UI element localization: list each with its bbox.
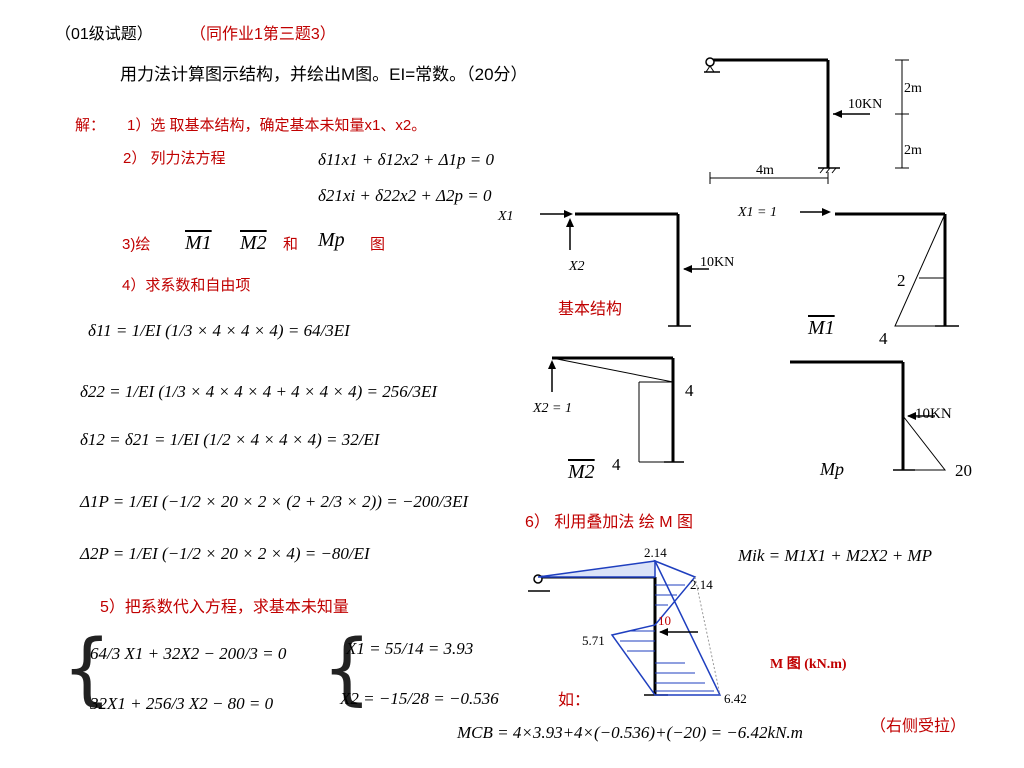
mfinal-value-5-71: 5.71 [582, 633, 605, 648]
x1-label: X1 [497, 209, 514, 224]
dim-2m-bottom: 2m [904, 143, 922, 158]
mfinal-value-2-14-right: 2.14 [690, 577, 713, 592]
example-equation: MCB = 4×3.93+4×(−0.536)+(−20) = −6.42kN.… [457, 723, 803, 742]
delta-1p: Δ1P = 1/EI (−1/2 × 20 × 2 × (2 + 2/3 × 2… [80, 492, 469, 511]
m1-value-2: 2 [897, 271, 906, 290]
final-m-diagram: 2.14 2.14 10 5.71 6.42 [528, 545, 747, 706]
result-brace: { [322, 624, 372, 714]
basic-caption: 基本结构 [558, 301, 623, 318]
result-x2: X2 = −15/28 = −0.536 [340, 689, 499, 708]
step2-text: 2） 列力法方程 [123, 150, 226, 167]
step4-text: 4）求系数和自由项 [122, 277, 251, 294]
load-label: 10KN [848, 97, 882, 112]
m2-diagram: X2 = 1 4 4 [532, 356, 694, 474]
system-eq-1: 64/3 X1 + 32X2 − 200/3 = 0 [90, 644, 287, 663]
moment-diagram [894, 213, 946, 327]
beam-moment-area [537, 560, 656, 578]
moment-hatch [620, 584, 714, 692]
system-brace: { [62, 624, 112, 714]
step3-prefix: 3)绘 [122, 236, 151, 253]
problem-statement: 用力法计算图示结构，并绘出M图。EI=常数。（20分） [120, 65, 528, 84]
dim-4m: 4m [756, 163, 774, 178]
result-x1: X1 = 55/14 = 3.93 [346, 639, 474, 658]
mp-label: Mp [820, 459, 844, 479]
mp-value-20: 20 [955, 461, 972, 480]
mfinal-caption: M 图 (kN.m) [770, 657, 847, 672]
example-label: 如： [558, 692, 591, 709]
delta-12: δ12 = δ21 = 1/EI (1/2 × 4 × 4 × 4) = 32/… [80, 430, 380, 449]
title-reference: （同作业1第三题3） [190, 26, 336, 43]
reference-dashed-line [694, 576, 721, 696]
solution-label: 解： [75, 117, 106, 134]
equation-1: δ11x1 + δ12x2 + Δ1p = 0 [318, 150, 495, 169]
step6-text: 6） 利用叠加法 绘 M 图 [525, 514, 694, 531]
m1-value-4: 4 [879, 329, 888, 348]
delta-11: δ11 = 1/EI (1/3 × 4 × 4 × 4) = 64/3EI [88, 321, 350, 340]
moment-diagram-beam [551, 357, 674, 383]
step3-m1: M1 [185, 232, 212, 254]
load-label: 10KN [700, 255, 734, 270]
mfinal-value-10: 10 [658, 613, 671, 628]
step5-text: 5）把系数代入方程，求基本未知量 [100, 599, 349, 616]
m1-unit-label: X1 = 1 [737, 205, 777, 220]
step3-m2: M2 [240, 232, 267, 254]
x2-label: X2 [568, 259, 585, 274]
title-prefix: （01级试题） [55, 26, 153, 43]
mfinal-value-6-42: 6.42 [724, 691, 747, 706]
delta-22: δ22 = 1/EI (1/3 × 4 × 4 × 4 + 4 × 4 × 4)… [80, 382, 438, 401]
example-note: （右侧受拉） [870, 718, 967, 735]
structure-figure: 10KN 2m 2m 4m [704, 57, 922, 184]
m2-value-4-right: 4 [685, 381, 694, 400]
m2-value-4-bottom: 4 [612, 455, 621, 474]
mp-load-label: 10KN [915, 406, 952, 422]
system-eq-2: 32X1 + 256/3 X2 − 80 = 0 [90, 694, 274, 713]
basic-structure-figure: X1 X2 10KN [497, 209, 734, 327]
m2-unit-label: X2 = 1 [532, 401, 572, 416]
step1-text: 1）选 取基本结构，确定基本未知量x1、x2。 [127, 117, 427, 134]
step3-suffix: 图 [370, 236, 386, 253]
superposition-formula: Mik = M1X1 + M2X2 + MP [738, 546, 932, 565]
dim-2m-top: 2m [904, 81, 922, 96]
fixed-support-icon [818, 167, 840, 174]
m2-label: M2 [568, 461, 595, 483]
pin-support-icon [704, 57, 720, 73]
step3-and: 和 [283, 236, 299, 253]
delta-2p: Δ2P = 1/EI (−1/2 × 20 × 2 × 4) = −80/EI [80, 544, 370, 563]
m1-diagram: X1 = 1 2 4 [737, 205, 959, 348]
equation-2: δ21xi + δ22x2 + Δ2p = 0 [318, 186, 492, 205]
mp-diagram: 10KN 20 [790, 360, 972, 480]
step3-mp: Mp [318, 229, 345, 251]
load-arrowhead [833, 110, 842, 118]
moment-diagram [902, 415, 947, 471]
m1-label: M1 [808, 317, 835, 339]
mfinal-value-2-14-top: 2.14 [644, 545, 667, 560]
